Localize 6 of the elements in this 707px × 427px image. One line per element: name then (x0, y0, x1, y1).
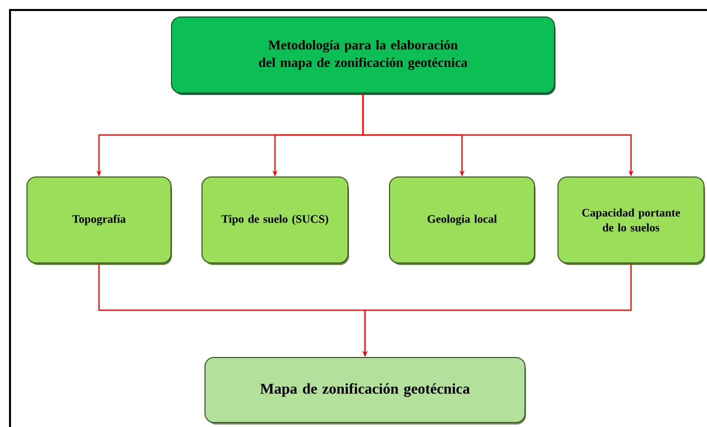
process-box: Tipo de suelo (SUCS) (202, 176, 349, 265)
process-box: Capacidad portante de lo suelos (558, 176, 705, 265)
process-box: Geologia local (389, 176, 536, 265)
process-box: Topografía (26, 176, 172, 265)
process-box: Mapa de zonificación geotécnica (204, 357, 526, 424)
process-box: Metodología para la elaboración del mapa de zonificación geotécnica (171, 16, 556, 95)
